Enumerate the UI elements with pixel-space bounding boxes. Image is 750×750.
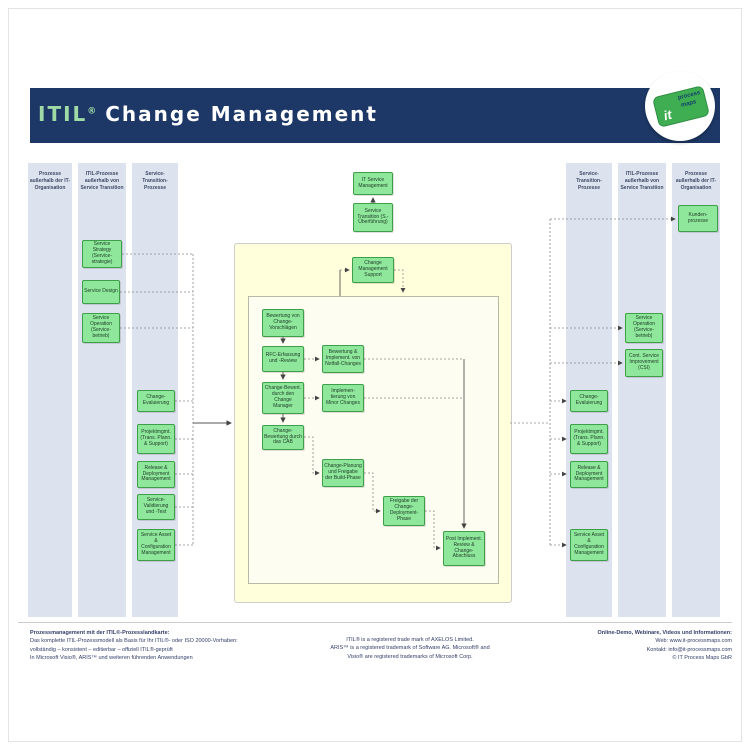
node-service-validierung-test: Service-Validierung und -Test xyxy=(137,494,175,520)
title-rest: Change Management xyxy=(105,102,378,126)
footer-web-link[interactable]: Web: www.it-processmaps.com xyxy=(655,638,732,645)
lane-right-itil-outside-st: ITIL-Prozesse außerhalb von Service Tran… xyxy=(618,163,666,617)
page-title: ITIL® Change Management xyxy=(38,102,378,126)
logo-it-text: it xyxy=(661,106,674,124)
header-bar xyxy=(30,88,720,143)
node-freigabe-deployment-phase: Freigabe der Change-Deployment-Phase xyxy=(383,496,425,526)
lane-header: Service-Transition-Prozesse xyxy=(142,171,168,191)
node-it-service-management: IT Service Management xyxy=(353,172,393,195)
footer-trademark-line: Visio® are registered trademarks of Micr… xyxy=(347,653,473,660)
node-service-asset-config-left: Service Asset & Configuration Management xyxy=(137,529,175,561)
node-service-operation-right: Service Operation (Service-betrieb) xyxy=(625,313,663,343)
node-change-evaluierung-left: Change-Evaluierung xyxy=(137,390,175,412)
node-kundenprozesse: Kunden-prozesse xyxy=(678,205,718,232)
logo-green-card: it process maps xyxy=(652,85,710,128)
footer-trademark-line: ITIL® is a registered trade mark of AXEL… xyxy=(346,637,474,643)
node-release-deployment-left: Release & Deployment Management xyxy=(137,461,175,488)
lane-right-outside-it: Prozesse außerhalb der IT-Organisation xyxy=(672,163,720,617)
node-service-asset-config-right: Service Asset & Configuration Management xyxy=(570,529,608,561)
lane-left-itil-outside-st: ITIL-Prozesse außerhalb von Service Tran… xyxy=(78,163,126,617)
footer-left-heading: Prozessmanagement mit der ITIL®-Prozessl… xyxy=(30,630,170,636)
node-notfall-changes: Bewertung & Implement. von Notfall-Chang… xyxy=(322,345,364,373)
footer-divider xyxy=(18,622,732,623)
footer-email-link[interactable]: Kontakt: info@it-processmaps.com xyxy=(646,646,732,653)
node-post-implementation-review: Post Implement. Review & Change-Abschlus… xyxy=(443,531,485,566)
node-change-bewertung-manager: Change-Bewert. durch den Change Manager xyxy=(262,382,304,414)
footer-copyright: © IT Process Maps GbR xyxy=(672,654,732,661)
node-service-transition: Service Transition (S.-Überführung) xyxy=(353,203,393,232)
lane-header: Prozesse außerhalb der IT-Organisation xyxy=(29,171,71,191)
node-continual-service-improvement: Cont. Service Improvement (CSI) xyxy=(625,349,663,377)
footer-left-line: Das komplette ITIL-Prozessmodell als Bas… xyxy=(30,638,238,645)
lane-header: Service-Transition-Prozesse xyxy=(576,171,602,191)
lane-header: ITIL-Prozesse außerhalb von Service Tran… xyxy=(80,171,124,191)
footer-right-block: Online-Demo, Webinare, Videos und Inform… xyxy=(597,629,732,662)
footer-trademark-line: ARIS™ is a registered trademark of Softw… xyxy=(330,645,490,652)
page-frame xyxy=(8,8,742,742)
node-change-planung-build-phase: Change-Planung und Freigabe der Build-Ph… xyxy=(322,459,364,487)
node-service-design: Service Design xyxy=(82,280,120,304)
node-service-operation-left: Service Operation (Service-betrieb) xyxy=(82,313,120,343)
logo-maps-text: maps xyxy=(680,99,698,109)
it-process-maps-logo: it process maps xyxy=(645,71,715,141)
node-minor-changes: Implemen-tierung von Minor Changes xyxy=(322,384,364,412)
lane-header: Prozesse außerhalb der IT-Organisation xyxy=(675,171,717,191)
lane-header: ITIL-Prozesse außerhalb von Service Tran… xyxy=(620,171,664,191)
node-change-evaluierung-right: Change-Evaluierung xyxy=(570,390,608,412)
node-release-deployment-right: Release & Deployment Management xyxy=(570,461,608,488)
node-projektmgmt-left: Projektmgmt. (Trans. Plann. & Support) xyxy=(137,424,175,454)
title-itil: ITIL xyxy=(38,102,88,126)
node-change-bewertung-cab: Change-Bewertung durch das CAB xyxy=(262,425,304,450)
node-change-management-support: Change Management Support xyxy=(352,257,394,283)
footer-left-line: vollständig – konsistent – editierbar – … xyxy=(30,646,173,653)
node-service-strategy: Service Strategy (Service-strategie) xyxy=(82,240,122,268)
footer-left-line: In Microsoft Visio®, ARIS™ und weiteren … xyxy=(30,654,193,661)
node-projektmgmt-right: Projektmgmt. (Trans. Plann. & Support) xyxy=(570,424,608,454)
footer-left-block: Prozessmanagement mit der ITIL®-Prozessl… xyxy=(30,629,238,662)
footer-right-heading: Online-Demo, Webinare, Videos und Inform… xyxy=(597,630,732,636)
node-rfc-erfassung-review: RFC-Erfassung und -Review xyxy=(262,346,304,372)
footer-trademark-block: ITIL® is a registered trade mark of AXEL… xyxy=(290,636,530,661)
lane-left-outside-it: Prozesse außerhalb der IT-Organisation xyxy=(28,163,72,617)
node-bewertung-change-vorschlaege: Bewertung von Change-Vorschlägen xyxy=(262,309,304,337)
title-registered-mark: ® xyxy=(87,106,97,117)
